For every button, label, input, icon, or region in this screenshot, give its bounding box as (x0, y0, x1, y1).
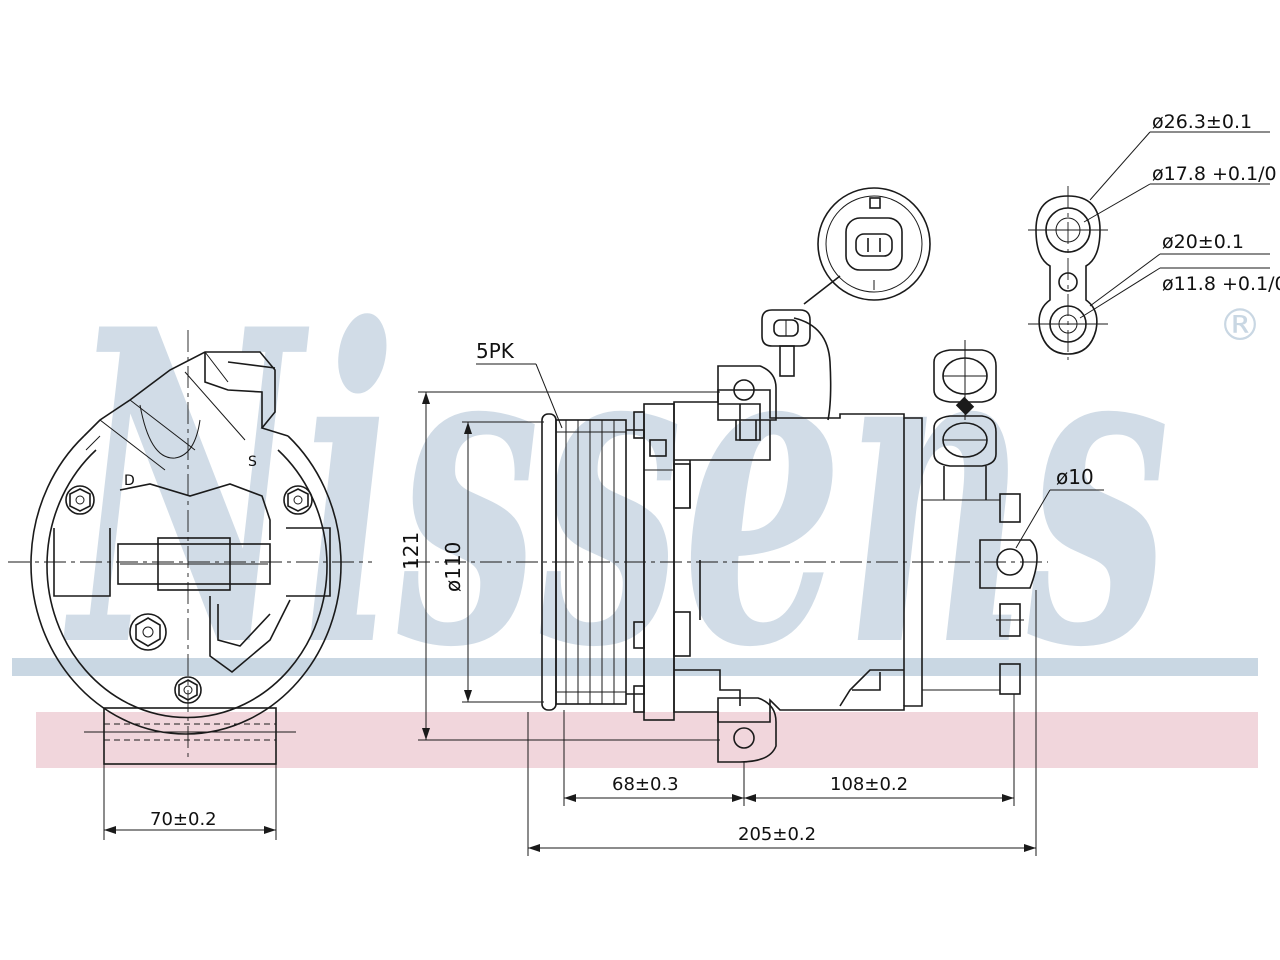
dimension-68: 68±0.3 (612, 774, 679, 795)
mount-hole-label: ø10 (1056, 465, 1094, 489)
front-view: 121 ø110 5PK ø10 68±0.3 108±0.2 20 (399, 187, 1104, 856)
bolt-icon (129, 613, 167, 651)
bolt-icon (283, 485, 313, 515)
side-mark-d: D (124, 473, 135, 489)
port-detail: ø26.3±0.1 ø17.8 +0.1/0 ø20±0.1 ø11.8 +0.… (1028, 111, 1280, 360)
dimension-height-121: 121 (399, 532, 423, 570)
port2-outer-diameter: ø20±0.1 (1162, 231, 1244, 253)
connector-icon (761, 187, 931, 421)
bolt-icon (174, 676, 202, 704)
pulley-label: 5PK (476, 339, 515, 363)
port1-outer-diameter: ø26.3±0.1 (1152, 111, 1252, 133)
watermark-logo: Nissens (62, 237, 1170, 742)
dimension-pulley-diameter: ø110 (441, 542, 465, 592)
side-mark-s: S (248, 454, 257, 470)
watermark-band-blue (12, 658, 1258, 676)
watermark: Nissens ® (12, 237, 1262, 768)
registered-mark: ® (1218, 300, 1262, 351)
port2-inner-diameter: ø11.8 +0.1/0 (1162, 273, 1280, 295)
port1-inner-diameter: ø17.8 +0.1/0 (1152, 163, 1277, 185)
bolt-icon (65, 485, 95, 515)
side-view: D S (8, 330, 372, 840)
port-fitting (933, 340, 997, 500)
dimension-overall-length: 205±0.2 (738, 824, 816, 845)
dimension-width-70: 70±0.2 (150, 809, 217, 830)
dimension-108: 108±0.2 (830, 774, 908, 795)
